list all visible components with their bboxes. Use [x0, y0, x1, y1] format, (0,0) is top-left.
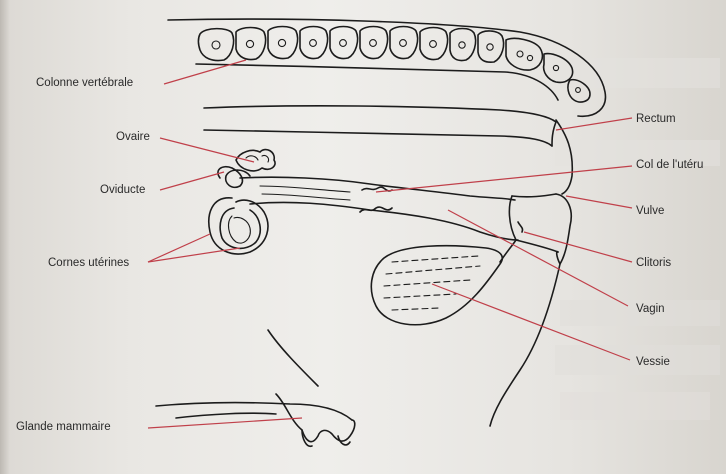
clitoris-mark	[518, 222, 523, 232]
urethra	[500, 240, 516, 262]
label-colonne-vertebrale: Colonne vertébrale	[36, 77, 133, 89]
reproductive-tract-drawing	[209, 150, 518, 254]
label-vessie: Vessie	[636, 356, 670, 368]
vagina-top	[512, 194, 556, 197]
leader-cornes-2	[148, 248, 240, 262]
rectum-lower-wall	[204, 130, 552, 146]
vertebra-5	[330, 27, 358, 59]
bladder-drawing	[371, 240, 516, 325]
label-col-uterus: Col de l'utéru	[636, 159, 703, 171]
rectum-upper-wall	[204, 106, 556, 122]
uterine-horn-outer	[209, 198, 268, 254]
vertebra-7	[390, 27, 418, 59]
leader-oviducte	[160, 172, 224, 190]
vagina-vulva-drawing	[509, 194, 571, 264]
bladder-hatching	[384, 256, 480, 310]
leader-ovaire	[160, 138, 254, 162]
vertebra-11	[506, 38, 542, 70]
rectum-drawing	[204, 106, 572, 194]
belly-curve	[268, 330, 318, 386]
leader-glande	[148, 418, 302, 428]
vertebra-4	[300, 27, 328, 59]
vertebra-6	[360, 27, 388, 59]
label-vulve: Vulve	[636, 205, 664, 217]
label-glande-mammaire: Glande mammaire	[16, 421, 111, 433]
label-ovaire: Ovaire	[116, 131, 150, 143]
udder	[276, 394, 355, 442]
label-vagin: Vagin	[636, 303, 665, 315]
vertebra-3	[268, 27, 298, 59]
leader-rectum	[556, 118, 632, 130]
spine-drawing	[168, 19, 605, 116]
vertebra-2	[236, 28, 266, 60]
uterine-horn-coil	[229, 216, 251, 243]
leader-vulve	[566, 196, 632, 208]
label-clitoris: Clitoris	[636, 257, 671, 269]
leader-vagin	[448, 210, 628, 306]
vulva-lip	[556, 194, 571, 264]
labels: Colonne vertébrale Ovaire Oviducte Corne…	[16, 77, 703, 433]
label-oviducte: Oviducte	[100, 184, 145, 196]
spine-outline-bottom	[196, 64, 558, 100]
broad-ligament	[260, 186, 350, 200]
cervix	[509, 196, 516, 240]
body-outline-drawing	[156, 264, 560, 446]
label-cornes-uterines: Cornes utérines	[48, 257, 129, 269]
vertebra-9	[450, 29, 476, 61]
vertebra-10	[478, 31, 504, 62]
label-rectum: Rectum	[636, 113, 676, 125]
vertebra-8	[420, 28, 448, 60]
leader-col	[376, 166, 632, 192]
uterine-horn-inner	[220, 208, 260, 248]
vertebra-1	[199, 29, 234, 61]
udder-line	[176, 413, 276, 418]
ovary	[236, 150, 275, 171]
hindquarter-outline	[490, 264, 560, 426]
